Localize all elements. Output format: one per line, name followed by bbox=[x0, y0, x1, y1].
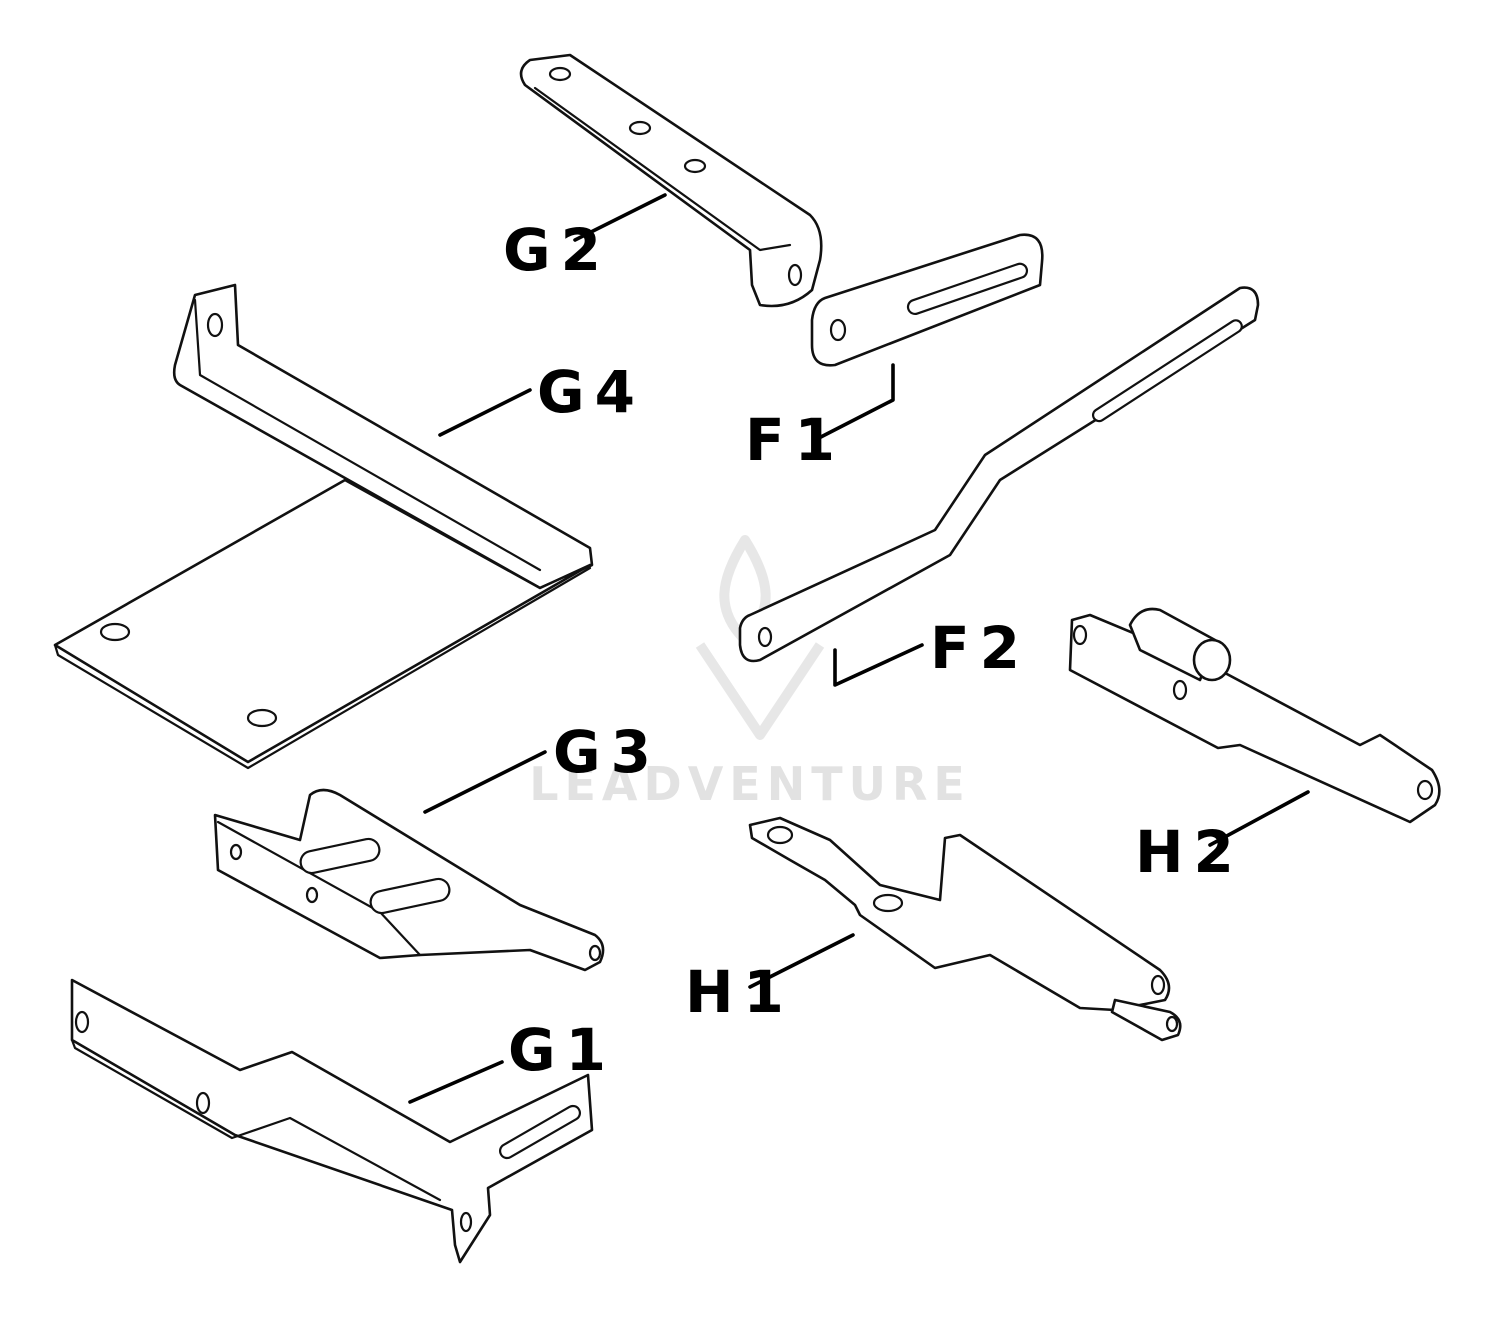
g3-slot bbox=[369, 877, 451, 915]
f1-hole bbox=[829, 318, 847, 342]
g3-slot bbox=[299, 837, 381, 875]
leader-g2 bbox=[573, 193, 667, 242]
callout-f1: F1 bbox=[745, 406, 845, 474]
part-f2-offset-link bbox=[738, 286, 1260, 663]
leader-h1 bbox=[748, 933, 855, 989]
watermark-v-icon bbox=[695, 642, 825, 740]
f2-slot bbox=[1091, 319, 1243, 423]
callout-f2: F2 bbox=[930, 614, 1030, 682]
leader-f1 bbox=[813, 363, 895, 442]
g4-hole bbox=[206, 312, 224, 338]
callout-g2: G2 bbox=[503, 216, 611, 284]
part-g4-plate-bracket bbox=[53, 283, 594, 770]
part-h1-hinge-arm bbox=[748, 816, 1182, 1042]
h1-hole bbox=[1165, 1015, 1179, 1033]
callout-h1: H1 bbox=[685, 958, 794, 1026]
h1-hole bbox=[872, 893, 904, 913]
part-f1-slotted-link bbox=[810, 233, 1044, 367]
f2-hole bbox=[757, 626, 773, 648]
callout-h2: H2 bbox=[1135, 818, 1244, 886]
h1-hole bbox=[766, 825, 794, 845]
g1-hole bbox=[459, 1211, 473, 1233]
g3-hole bbox=[588, 944, 602, 962]
callout-g4: G4 bbox=[537, 358, 645, 426]
g2-hole bbox=[787, 263, 803, 287]
watermark: LEADVENTURE bbox=[529, 535, 971, 811]
g2-hole bbox=[548, 66, 572, 82]
part-g1-offset-bracket bbox=[70, 978, 594, 1264]
leader-g1 bbox=[408, 1060, 504, 1104]
h2-hole bbox=[1172, 679, 1188, 701]
g3-hole bbox=[229, 843, 243, 861]
g2-hole bbox=[628, 120, 652, 136]
g1-hole bbox=[195, 1091, 211, 1115]
watermark-text: LEADVENTURE bbox=[529, 757, 971, 811]
part-g3-hinge-bracket bbox=[213, 788, 605, 972]
callout-g1: G1 bbox=[508, 1016, 616, 1084]
g2-hole bbox=[683, 158, 707, 174]
f1-slot bbox=[906, 262, 1029, 316]
callout-g3: G3 bbox=[553, 718, 661, 786]
part-g2-bracket bbox=[519, 53, 823, 308]
leader-f2 bbox=[833, 643, 924, 687]
leader-h2 bbox=[1208, 790, 1310, 847]
h2-hole bbox=[1416, 779, 1434, 801]
h1-hole bbox=[1150, 974, 1166, 996]
g4-hole bbox=[99, 622, 131, 642]
g1-slot bbox=[498, 1104, 582, 1160]
leader-lines bbox=[408, 193, 1310, 1104]
g4-hole bbox=[246, 708, 278, 728]
h2-pin-end bbox=[1192, 638, 1232, 682]
callout-labels: G2 G4 F1 F2 G3 H2 H1 G1 bbox=[503, 216, 1244, 1084]
leader-g3 bbox=[423, 750, 547, 814]
g1-hole bbox=[74, 1010, 90, 1034]
h2-hole bbox=[1072, 624, 1088, 646]
part-h2-hinge-arm bbox=[1068, 607, 1441, 824]
g3-hole bbox=[305, 886, 319, 904]
leader-g4 bbox=[438, 388, 532, 437]
